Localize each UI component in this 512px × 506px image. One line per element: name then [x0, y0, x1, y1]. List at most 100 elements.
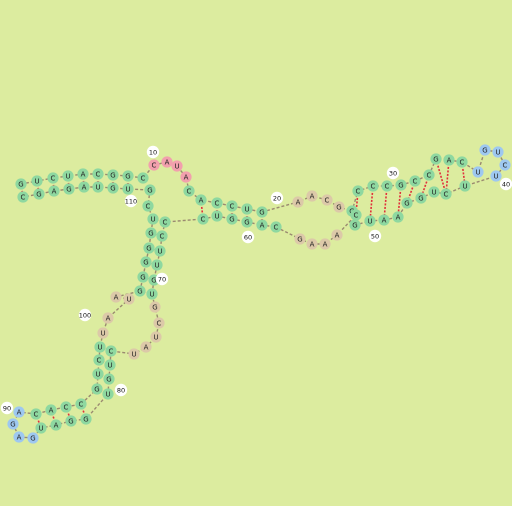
nucleotide-circle	[144, 184, 156, 196]
nucleotide: C	[60, 401, 72, 413]
nucleotide-circle	[349, 219, 361, 231]
nucleotide-circle	[92, 181, 104, 193]
nucleotide-circle	[159, 216, 171, 228]
nucleotide-circle	[392, 211, 404, 223]
nucleotide-letter: A	[199, 197, 204, 205]
nucleotide: G	[91, 383, 103, 395]
nucleotide-letter: U	[154, 262, 159, 270]
nucleotide-letter: G	[10, 421, 15, 429]
nucleotide-letter: C	[356, 188, 361, 196]
residue-number-label: 100	[79, 308, 91, 322]
nucleotide-letter: G	[36, 191, 41, 199]
nucleotide-letter: G	[259, 209, 264, 217]
nucleotide-circle	[378, 214, 390, 226]
nucleotide-circle	[153, 317, 165, 329]
nucleotide: A	[140, 341, 152, 353]
nucleotide-circle	[171, 160, 183, 172]
nucleotide: C	[47, 172, 59, 184]
nucleotide-letter: C	[152, 162, 157, 170]
nucleotide: G	[144, 184, 156, 196]
nucleotide-circle	[256, 206, 268, 218]
nucleotide-circle	[104, 359, 116, 371]
nucleotide: U	[147, 213, 159, 225]
nucleotide: G	[349, 219, 361, 231]
nucleotide-circle	[78, 181, 90, 193]
nucleotide-letter: U	[431, 189, 436, 197]
nucleotide: G	[80, 413, 92, 425]
nucleotide-letter: C	[96, 171, 101, 179]
nucleotide-letter: C	[503, 162, 508, 170]
nucleotide: A	[161, 156, 173, 168]
nucleotide: G	[63, 183, 75, 195]
nucleotide: U	[428, 186, 440, 198]
nucleotide-letter: U	[174, 163, 179, 171]
nucleotide-letter: U	[462, 183, 467, 191]
nucleotide-circle	[31, 175, 43, 187]
nucleotide-circle	[97, 327, 109, 339]
nucleotide-letter: A	[49, 407, 54, 415]
nucleotide-letter: G	[30, 435, 35, 443]
nucleotide-circle	[149, 301, 161, 313]
nucleotide-circle	[409, 175, 421, 187]
nucleotide: G	[107, 169, 119, 181]
nucleotide-letter: U	[97, 344, 102, 352]
nucleotide: C	[159, 216, 171, 228]
nucleotide-circle	[472, 166, 484, 178]
nucleotide: G	[103, 373, 115, 385]
nucleotide: A	[443, 154, 455, 166]
nucleotide-letter: U	[65, 173, 70, 181]
nucleotide: C	[153, 317, 165, 329]
nucleotide-circle	[183, 185, 195, 197]
nucleotide-circle	[62, 170, 74, 182]
nucleotide: U	[171, 160, 183, 172]
nucleotide-letter: A	[335, 232, 340, 240]
nucleotide: U	[151, 259, 163, 271]
nucleotide-letter: U	[153, 334, 158, 342]
nucleotide-letter: C	[385, 183, 390, 191]
nucleotide: A	[180, 171, 192, 183]
nucleotide: U	[62, 170, 74, 182]
nucleotide-letter: G	[152, 304, 157, 312]
nucleotide-letter: U	[126, 296, 131, 304]
nucleotide-letter: G	[68, 418, 73, 426]
residue-number-label: 90	[0, 401, 14, 415]
nucleotide: C	[381, 180, 393, 192]
nucleotide-circle	[102, 388, 114, 400]
nucleotide: C	[156, 230, 168, 242]
nucleotide: G	[7, 418, 19, 430]
residue-number-text: 80	[117, 386, 125, 394]
nucleotide-circle	[211, 210, 223, 222]
nucleotide: A	[392, 211, 404, 223]
nucleotide-circle	[27, 432, 39, 444]
nucleotide-letter: C	[97, 357, 102, 365]
nucleotide-circle	[137, 172, 149, 184]
nucleotide-letter: U	[495, 149, 500, 157]
nucleotide: G	[241, 216, 253, 228]
nucleotide-letter: A	[310, 193, 315, 201]
nucleotide-circle	[479, 144, 491, 156]
nucleotide-circle	[107, 169, 119, 181]
nucleotide-letter: U	[95, 184, 100, 192]
nucleotide: G	[479, 144, 491, 156]
nucleotide-circle	[92, 168, 104, 180]
base-pair-bond	[383, 185, 388, 221]
nucleotide-circle	[333, 201, 345, 213]
nucleotide: C	[440, 188, 452, 200]
nucleotide-letter: A	[323, 241, 328, 249]
nucleotide-letter: G	[151, 277, 156, 285]
nucleotide: G	[415, 192, 427, 204]
residue-number-text: 50	[371, 232, 379, 240]
nucleotide-circle	[490, 170, 502, 182]
residue-number-text: 40	[502, 180, 510, 188]
nucleotide-letter: A	[310, 241, 315, 249]
nucleotide-letter: G	[336, 204, 341, 212]
nucleotide-letter: C	[141, 175, 146, 183]
nucleotide: U	[102, 388, 114, 400]
nucleotide-circle	[459, 180, 471, 192]
nucleotide-circle	[143, 242, 155, 254]
nucleotide: G	[140, 256, 152, 268]
nucleotide: G	[401, 197, 413, 209]
nucleotide-letter: A	[81, 171, 86, 179]
nucleotide-circle	[35, 422, 47, 434]
nucleotide: A	[195, 194, 207, 206]
